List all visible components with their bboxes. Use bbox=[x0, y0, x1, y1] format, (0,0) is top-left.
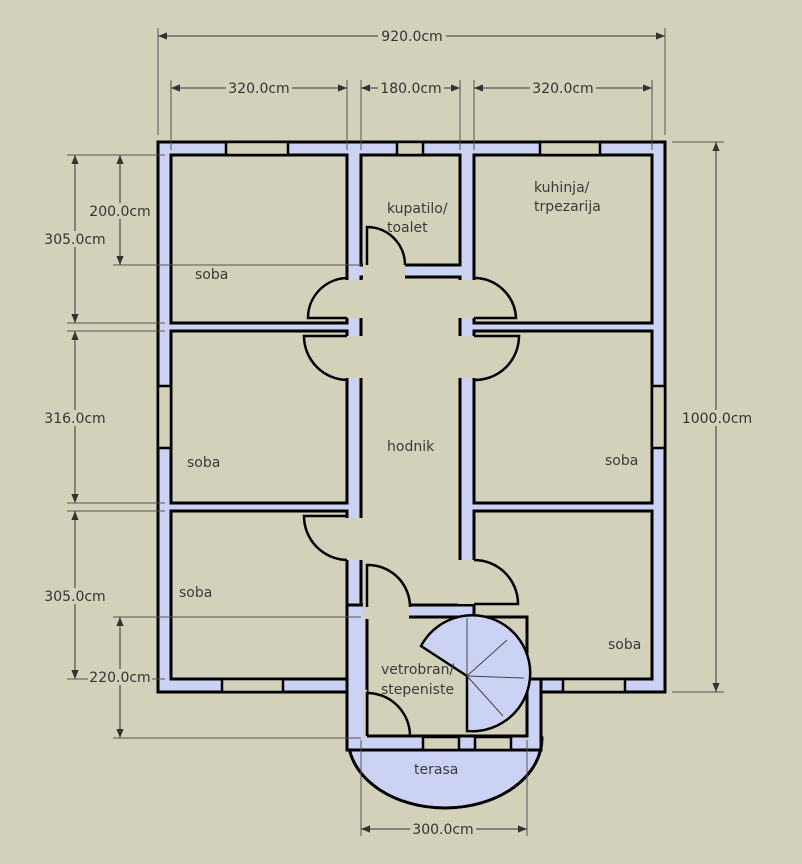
label-terasa: terasa bbox=[414, 762, 458, 778]
room-kitchen bbox=[472, 153, 654, 325]
spiral-staircase bbox=[419, 613, 532, 733]
windows bbox=[156, 140, 667, 752]
label-soba-top-left: soba bbox=[195, 267, 228, 283]
dim-total-depth: 1000.0cm bbox=[682, 411, 752, 427]
room-bottom-left bbox=[169, 509, 349, 681]
label-soba-bottom-left: soba bbox=[179, 585, 212, 601]
room-mid-right bbox=[472, 329, 654, 505]
label-soba-bottom-right: soba bbox=[608, 637, 641, 653]
room-top-left bbox=[169, 153, 349, 325]
dim-right-room-width: 320.0cm bbox=[532, 81, 593, 97]
dim-top-room-depth: 305.0cm bbox=[44, 232, 105, 248]
label-trpezarija: trpezarija bbox=[534, 199, 601, 215]
dimension-labels: 920.0cm 320.0cm 180.0cm 320.0cm 1000.0cm… bbox=[44, 28, 754, 838]
label-soba-mid-left: soba bbox=[187, 455, 220, 471]
label-toalet: toalet bbox=[387, 220, 428, 236]
terrace bbox=[346, 736, 544, 810]
label-soba-mid-right: soba bbox=[605, 453, 638, 469]
dim-bath-depth: 200.0cm bbox=[89, 204, 150, 220]
dim-total-width: 920.0cm bbox=[381, 29, 442, 45]
dim-bath-width: 180.0cm bbox=[380, 81, 441, 97]
label-kupatilo: kupatilo/ bbox=[387, 201, 448, 217]
room-mid-left bbox=[169, 329, 349, 505]
label-hodnik: hodnik bbox=[387, 439, 435, 455]
room-bathroom bbox=[359, 153, 462, 267]
dim-bottom-room-depth: 305.0cm bbox=[44, 589, 105, 605]
room-hallway bbox=[359, 275, 462, 607]
label-kuhinja: kuhinja/ bbox=[534, 180, 590, 196]
room-labels: soba kupatilo/ toalet kuhinja/ trpezarij… bbox=[179, 180, 641, 778]
label-vetrobran: vetrobran/ bbox=[381, 662, 454, 678]
dim-mid-room-depth: 316.0cm bbox=[44, 411, 105, 427]
dim-terrace-width: 300.0cm bbox=[412, 822, 473, 838]
label-stepeniste: stepeniste bbox=[381, 682, 454, 698]
dim-vestibule-depth: 220.0cm bbox=[89, 670, 150, 686]
dim-left-room-width: 320.0cm bbox=[228, 81, 289, 97]
doors bbox=[302, 225, 521, 737]
